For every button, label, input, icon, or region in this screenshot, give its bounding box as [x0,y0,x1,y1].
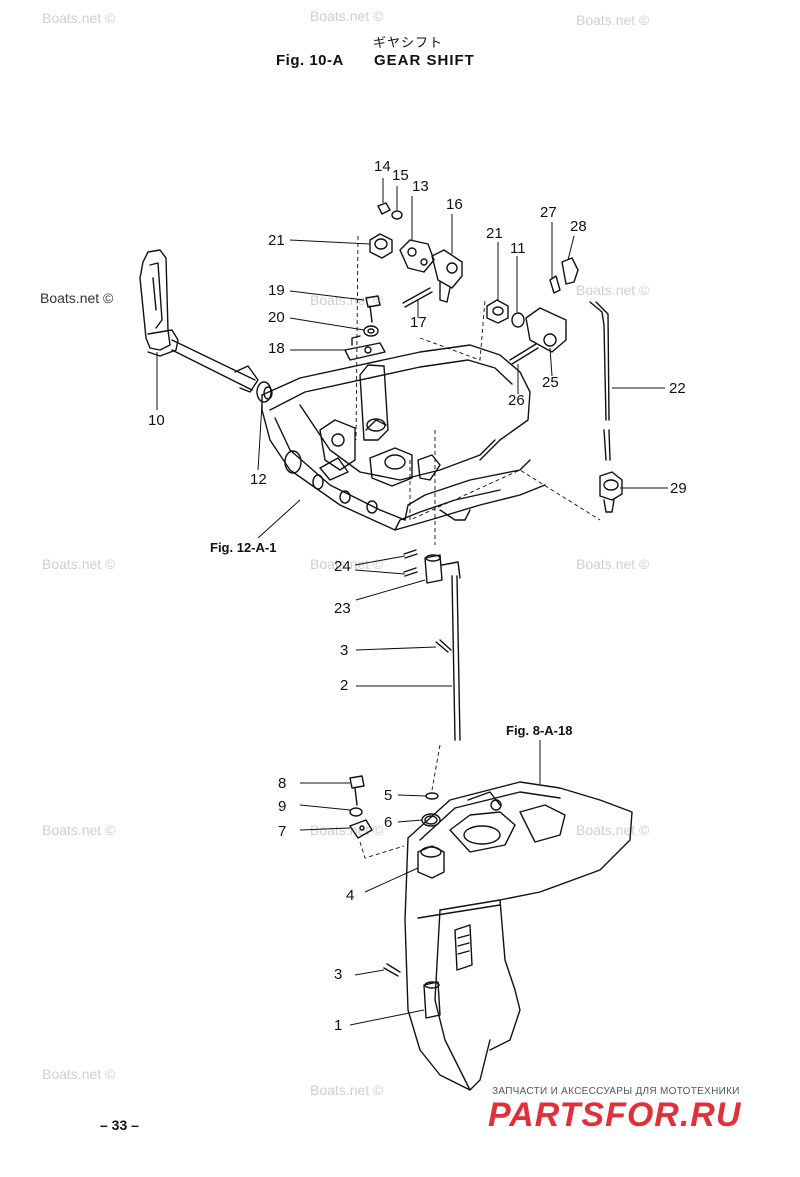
lower-casing-drawing [349,775,633,1091]
watermark: Boats.net © [42,822,116,838]
watermark: Boats.net © [576,282,650,298]
callout-27: 27 [540,204,557,221]
watermark: Boats.net © [42,1066,116,1082]
shift-rod-drawing [403,549,461,741]
callout-22: 22 [669,380,686,397]
promo-brand-logo[interactable]: PARTSFOR.RU [488,1096,742,1134]
callout-28: 28 [570,218,587,235]
callout-14: 14 [374,158,391,175]
leader-lines [156,178,668,1026]
callout-6: 6 [384,814,393,831]
callout-8: 8 [278,775,287,792]
callout-25: 25 [542,374,559,391]
callout-21: 21 [268,232,285,249]
callout-21: 21 [486,225,503,242]
callout-29: 29 [670,480,687,497]
callout-3: 3 [340,642,349,659]
callout-9: 9 [278,798,287,815]
callout-11: 11 [510,240,526,257]
callout-24: 24 [334,558,351,575]
callout-16: 16 [446,196,463,213]
watermark: Boats.net © [310,1082,384,1098]
shift-lever-drawing [139,249,273,403]
page-number: – 33 – [100,1117,139,1133]
watermark: Boats.net © [310,556,384,572]
figure-ref-12-a-1: Fig. 12-A-1 [210,540,277,555]
callout-5: 5 [384,787,393,804]
callout-15: 15 [392,167,409,184]
callout-18: 18 [268,340,285,357]
figure-ref-8-a-18: Fig. 8-A-18 [506,723,573,738]
callout-12: 12 [250,471,267,488]
callout-20: 20 [268,309,285,326]
header-subtitle-jp: ギヤシフト [373,36,444,51]
watermark: Boats.net © [42,556,116,572]
watermark: Boats.net © [576,12,650,28]
callout-26: 26 [508,392,525,409]
callout-17: 17 [410,314,427,331]
watermark: Boats.net © [310,8,384,24]
callout-10: 10 [148,412,165,429]
callout-2: 2 [340,677,349,694]
watermark: Boats.net © [576,556,650,572]
callout-19: 19 [268,282,285,299]
callout-23: 23 [334,600,351,617]
watermark: Boats.net © [40,290,114,306]
promo-tagline: ЗАПЧАСТИ И АКСЕССУАРЫ ДЛЯ МОТОТЕХНИКИ [492,1086,740,1097]
callout-1: 1 [334,1017,343,1034]
upper-linkage-drawing [344,202,623,513]
callout-13: 13 [412,178,429,195]
page-title: GEAR SHIFT [374,52,475,69]
callout-4: 4 [346,887,355,904]
figure-label: Fig. 10-A [276,52,344,69]
upper-casing-drawing [261,344,546,531]
callout-3: 3 [334,966,343,983]
watermark: Boats.net © [42,10,116,26]
assembly-lines [355,235,601,859]
callout-7: 7 [278,823,287,840]
